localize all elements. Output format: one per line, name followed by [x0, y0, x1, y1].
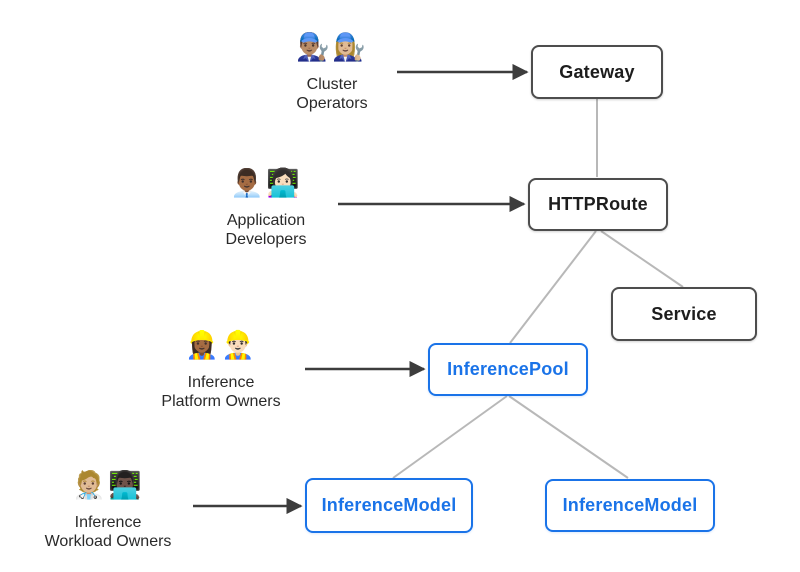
edge-inferencepool-inferencemodel-left	[392, 395, 508, 479]
persona-application-developers-label: Application Developers	[181, 211, 351, 249]
node-inferencemodel-left-label: InferenceModel	[321, 495, 457, 515]
persona-label-line: Inference	[187, 374, 255, 392]
persona-label-line: Workload Owners	[44, 533, 172, 551]
node-service-label: Service	[651, 303, 717, 324]
inference-workload-owners-scientist-technologist-emoji-icon: 🧑🏼‍⚕️👨🏿‍💻	[72, 470, 144, 501]
persona-label-line: Operators	[296, 95, 368, 113]
persona-label-line: Developers	[225, 231, 307, 249]
node-inferencepool: InferencePool	[428, 343, 588, 396]
persona-inference-workload-owners-label: Inference Workload Owners	[23, 513, 193, 551]
persona-inference-workload-owners: 🧑🏼‍⚕️👨🏿‍💻 Inference Workload Owners	[23, 468, 193, 551]
persona-label-line: Application	[226, 212, 306, 230]
node-service: Service	[611, 287, 757, 341]
persona-inference-platform-owners-label: Inference Platform Owners	[136, 373, 306, 411]
node-inferencemodel-left: InferenceModel	[305, 478, 473, 533]
cluster-operators-mechanics-emoji-icon: 👨🏽‍🔧👩🏼‍🔧	[296, 32, 368, 63]
persona-label-line: Platform Owners	[161, 393, 281, 411]
edge-inferencepool-inferencemodel-right	[508, 395, 629, 479]
persona-cluster-operators-label: Cluster Operators	[247, 75, 417, 113]
node-inferencepool-label: InferencePool	[447, 359, 569, 379]
application-developers-office-worker-technologist-emoji-icon: 👨🏾‍💼👩🏻‍💻	[230, 168, 302, 199]
node-inferencemodel-right-label: InferenceModel	[562, 495, 698, 515]
node-gateway: Gateway	[531, 45, 663, 99]
node-httproute: HTTPRoute	[528, 178, 668, 231]
persona-inference-platform-owners: 👷🏾‍♀️👷🏻‍♂️ Inference Platform Owners	[136, 328, 306, 411]
node-gateway-label: Gateway	[559, 61, 635, 82]
node-httproute-label: HTTPRoute	[548, 194, 648, 214]
persona-cluster-operators: 👨🏽‍🔧👩🏼‍🔧 Cluster Operators	[247, 30, 417, 113]
persona-application-developers: 👨🏾‍💼👩🏻‍💻 Application Developers	[181, 166, 351, 249]
inference-platform-owners-construction-workers-emoji-icon: 👷🏾‍♀️👷🏻‍♂️	[185, 330, 257, 361]
edge-httproute-service	[600, 230, 684, 288]
node-inferencemodel-right: InferenceModel	[545, 479, 715, 532]
persona-label-line: Inference	[74, 514, 142, 532]
edge-httproute-inferencepool	[509, 230, 597, 344]
persona-label-line: Cluster	[306, 76, 358, 94]
